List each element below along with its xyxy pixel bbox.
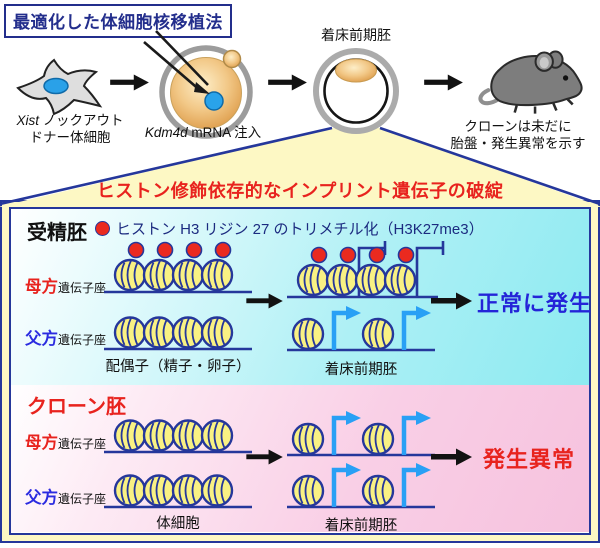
arrow-right-icon [431, 292, 472, 310]
paternal-locus-label: 父方遺伝子座 [25, 489, 107, 507]
arrow-right-icon [246, 449, 283, 465]
maternal-gamete-chromatin-icon [103, 239, 253, 297]
mouse-icon [478, 50, 583, 114]
maternal-somatic-chromatin-icon [103, 418, 253, 456]
gamete-stage-label: 配偶子（精子・卵子） [105, 359, 251, 375]
mouse-eye-icon [562, 75, 569, 81]
diagram-title: 最適化した体細胞核移植法 [4, 4, 232, 38]
paternal-locus-label: 父方遺伝子座 [25, 330, 107, 348]
preimplantation-stage-label: 着床前期胚 [324, 362, 398, 378]
inner-cell-mass-icon [335, 58, 377, 83]
fertilized-heading: 受精胚 [27, 222, 87, 244]
arrow-right-icon [431, 448, 472, 466]
fertilized-outcome: 正常に発生 [477, 291, 593, 316]
fertilized-embryo-section: 受精胚 ヒストン H3 リジン 27 のトリメチル化（H3K27me3） 母方遺… [11, 209, 593, 385]
blastocyst-icon [313, 48, 399, 134]
paternal-active-chromatin-icon [286, 301, 436, 355]
preimplantation-stage-label: 着床前期胚 [324, 518, 398, 534]
h3k27me3-dot-icon [95, 221, 110, 236]
mouse-tail-icon [478, 88, 501, 106]
cell-nucleus-icon [43, 77, 69, 95]
paternal-gamete-chromatin-icon [103, 315, 253, 353]
legend-h3k27me3: ヒストン H3 リジン 27 のトリメチル化（H3K27me3） [95, 218, 484, 239]
clone-embryo-section: クローン胚 母方遺伝子座 発生異常 父方遺伝子座 体細胞 着床前期胚 [11, 385, 589, 534]
polar-body-icon [222, 49, 242, 69]
mouse-caption: クローンは未だに 胎盤・発生異常を示す [450, 119, 586, 152]
arrow-right-icon [246, 293, 283, 309]
blastocyst-caption: 着床前期胚 [321, 27, 391, 43]
clone-outcome: 発生異常 [483, 447, 576, 472]
banner-text: ヒストン修飾依存的なインプリント遺伝子の破綻 [96, 181, 504, 201]
paternal-active-chromatin-icon [286, 458, 436, 512]
clone-heading: クローン胚 [27, 396, 126, 418]
arrow-right-icon [424, 74, 463, 91]
maternal-repressed-chromatin-icon [286, 238, 448, 302]
injection-pipette-icon [143, 41, 203, 93]
donor-somatic-cell-icon [16, 58, 103, 116]
somatic-stage-label: 体細胞 [156, 516, 200, 532]
arrow-right-icon [268, 74, 307, 91]
injection-caption: Kdm4d mRNA 注入 [144, 125, 262, 140]
imprinting-panel: 受精胚 ヒストン H3 リジン 27 のトリメチル化（H3K27me3） 母方遺… [9, 207, 591, 535]
maternal-locus-label: 母方遺伝子座 [25, 434, 107, 452]
donor-nucleus-icon [204, 91, 224, 111]
donor-cell-caption: Xist ノックアウト ドナー体細胞 [16, 113, 124, 146]
paternal-somatic-chromatin-icon [103, 473, 253, 511]
egg-injection-icon [143, 30, 253, 139]
maternal-locus-label: 母方遺伝子座 [25, 278, 107, 296]
legend-label: ヒストン H3 リジン 27 のトリメチル化（H3K27me3） [116, 221, 484, 238]
maternal-aberrant-active-chromatin-icon [286, 406, 436, 460]
mouse-legs-icon [513, 98, 574, 114]
